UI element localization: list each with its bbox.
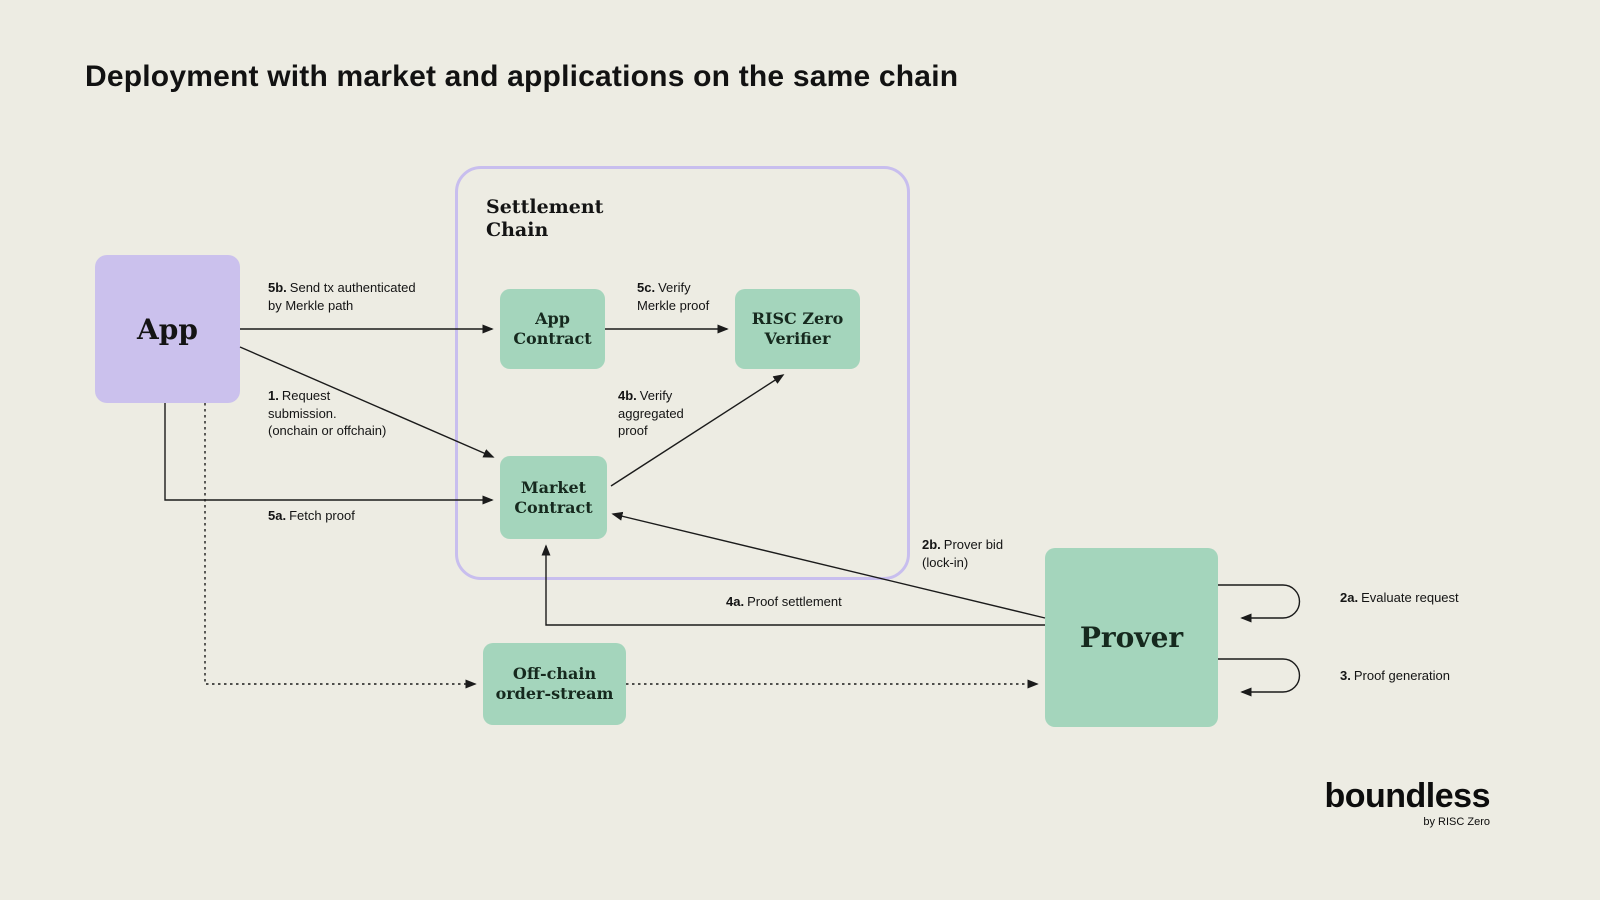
edge-step-number: 4b. [618, 388, 637, 403]
edge-label-fetch-proof: 5a.Fetch proof [268, 507, 418, 525]
edge-label-proof-generation: 3.Proof generation [1340, 667, 1520, 685]
edge-label-verify-aggregated: 4b.Verify aggregated proof [618, 387, 718, 440]
edge-step-number: 5a. [268, 508, 287, 523]
edge-step-number: 5b. [268, 280, 287, 295]
boundless-logo-text: boundless [1324, 777, 1490, 815]
edge-step-text: Fetch proof [289, 508, 355, 523]
edge-step-number: 3. [1340, 668, 1351, 683]
edge-step-text: Proof settlement [747, 594, 842, 609]
edge-label-proof-settlement: 4a.Proof settlement [726, 593, 906, 611]
node-market-contract: Market Contract [500, 456, 607, 539]
node-risc-zero-verifier: RISC Zero Verifier [735, 289, 860, 369]
edge-step-number: 2b. [922, 537, 941, 552]
settlement-chain-label: Settlement Chain [486, 196, 604, 241]
edge-label-evaluate-request: 2a.Evaluate request [1340, 589, 1520, 607]
boundless-logo: boundless by RISC Zero [1312, 779, 1490, 828]
arrow-proof-generation-loop [1218, 658, 1301, 697]
edge-step-number: 2a. [1340, 590, 1359, 605]
edge-label-verify-merkle: 5c.Verify Merkle proof [637, 279, 747, 314]
arrow-app-to-orderstream-dotted [204, 403, 477, 689]
edge-label-prover-bid: 2b.Prover bid (lock-in) [922, 536, 1052, 571]
edge-step-text: Request submission. (onchain or offchain… [268, 388, 387, 439]
edge-step-text: Send tx authenticated by Merkle path [268, 280, 416, 313]
edge-step-text: Proof generation [1353, 668, 1450, 683]
diagram-title: Deployment with market and applications … [85, 60, 959, 93]
node-offchain-order-stream: Off-chain order-stream [483, 643, 626, 725]
edge-label-request-submission: 1.Request submission. (onchain or offcha… [268, 387, 438, 440]
edge-step-text: Evaluate request [1361, 590, 1459, 605]
edge-step-text: Verify Merkle proof [637, 280, 710, 313]
edge-step-number: 1. [268, 388, 279, 403]
edge-step-number: 5c. [637, 280, 656, 295]
edge-label-send-tx: 5b.Send tx authenticated by Merkle path [268, 279, 453, 314]
boundless-logo-byline: by RISC Zero [1423, 816, 1490, 828]
arrow-evaluate-request-loop [1218, 584, 1301, 623]
node-app: App [95, 255, 240, 403]
edge-step-number: 4a. [726, 594, 745, 609]
node-prover: Prover [1045, 548, 1218, 727]
node-app-contract: App Contract [500, 289, 605, 369]
